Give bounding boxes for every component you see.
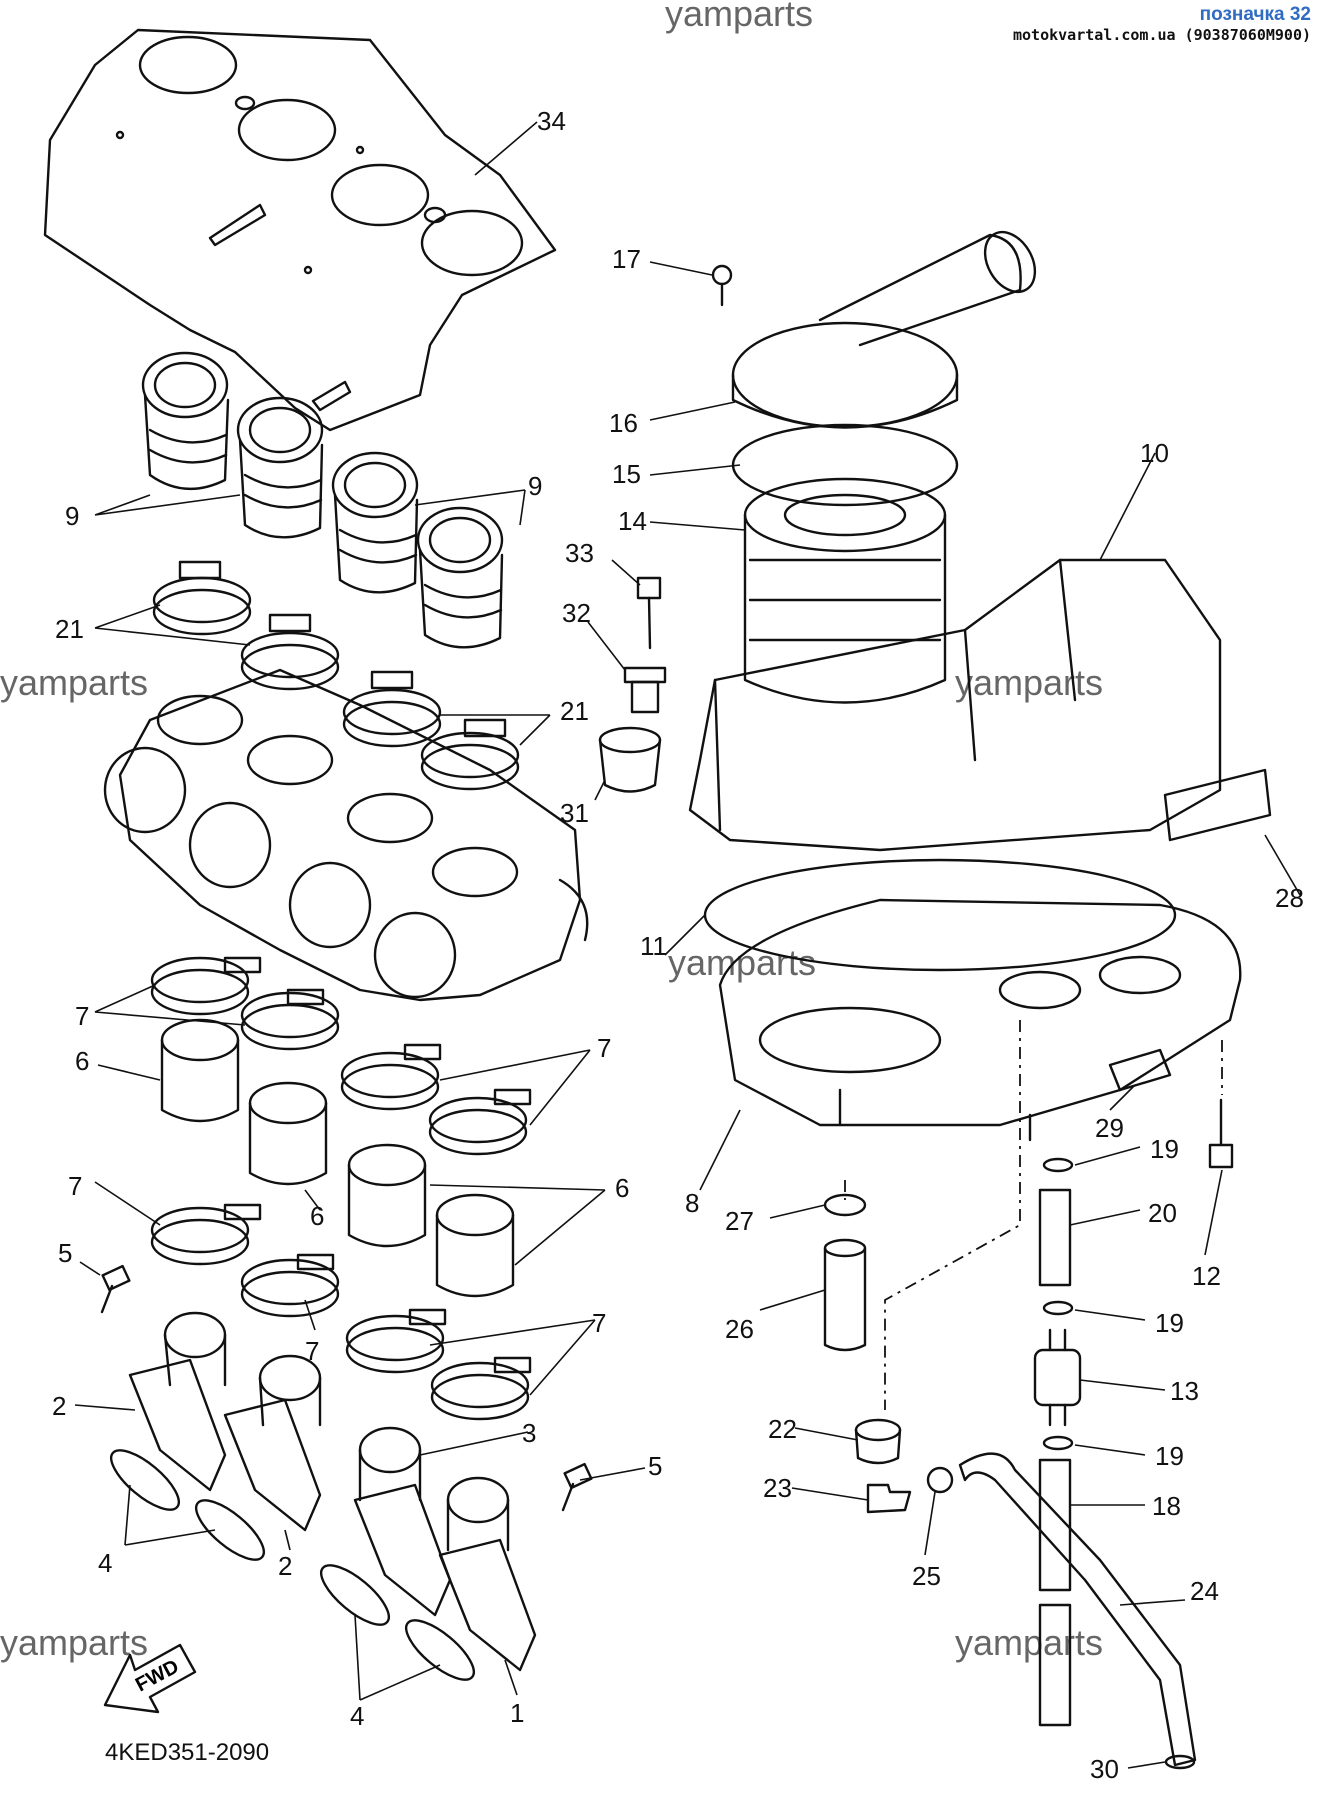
damper-29 <box>1108 1048 1172 1092</box>
screw-12 <box>1208 1098 1234 1169</box>
clips-19 <box>1042 1157 1074 1451</box>
air-filter-cover <box>731 230 1037 429</box>
callout-31: 31 <box>560 798 589 828</box>
callout-3: 3 <box>522 1418 536 1448</box>
callout-4-a: 4 <box>98 1548 112 1578</box>
source-header: позначка 32 motokvartal.com.ua (90387060… <box>1013 4 1311 44</box>
carburetor-assembly <box>103 668 589 1002</box>
check-valve-13 <box>1033 1328 1082 1427</box>
screw-17 <box>711 264 733 307</box>
callout-26: 26 <box>725 1314 754 1344</box>
callout-28: 28 <box>1275 883 1304 913</box>
callout-34: 34 <box>537 106 566 136</box>
callout-33: 33 <box>565 538 594 568</box>
callout-6-c: 6 <box>615 1173 629 1203</box>
hose-24 <box>958 1452 1197 1767</box>
callout-20: 20 <box>1148 1198 1177 1228</box>
collar-32 <box>623 666 667 714</box>
callout-7-a: 7 <box>75 1001 89 1031</box>
plug-22 <box>854 1418 902 1465</box>
callout-25: 25 <box>912 1561 941 1591</box>
callout-14: 14 <box>618 506 647 536</box>
clip-30 <box>1164 1754 1196 1770</box>
callout-9-left: 9 <box>65 501 79 531</box>
callout-5-b: 5 <box>648 1451 662 1481</box>
drain-pipe-26 <box>823 1238 867 1352</box>
callout-18: 18 <box>1152 1491 1181 1521</box>
clip-25 <box>926 1466 954 1494</box>
watermark-left-bottom: yamparts <box>0 1622 148 1663</box>
carb-joint-group <box>128 1311 537 1672</box>
clamp-group-21 <box>152 560 520 791</box>
callout-2-a: 2 <box>52 1391 66 1421</box>
intake-joint-group <box>141 351 504 649</box>
case-gasket <box>703 858 1177 972</box>
callout-21-left: 21 <box>55 614 84 644</box>
callout-7-b: 7 <box>597 1033 611 1063</box>
callout-19-c: 19 <box>1155 1441 1184 1471</box>
callout-12: 12 <box>1192 1261 1221 1291</box>
watermark-right-mid: yamparts <box>955 662 1103 703</box>
o-ring-group-4 <box>110 1449 475 1681</box>
callout-8: 8 <box>685 1188 699 1218</box>
air-filter-bottom <box>718 898 1242 1142</box>
assembly-centerlines <box>844 1020 1223 1410</box>
callout-9-right: 9 <box>528 471 542 501</box>
part-tag-link[interactable]: позначка 32 <box>1199 4 1311 25</box>
heat-shield-plate <box>43 28 557 432</box>
callout-1: 1 <box>510 1698 524 1728</box>
callout-7-d: 7 <box>305 1336 319 1366</box>
callout-32: 32 <box>562 598 591 628</box>
source-caption: motokvartal.com.ua (90387060M900) <box>1012 26 1311 44</box>
clamp-group-7 <box>150 956 532 1421</box>
callout-5-a: 5 <box>58 1238 72 1268</box>
callout-13: 13 <box>1170 1376 1199 1406</box>
callout-6-a: 6 <box>75 1046 89 1076</box>
hose-20 <box>1038 1188 1072 1287</box>
diaphragm-group-6 <box>160 1018 515 1298</box>
callout-7-e: 7 <box>592 1308 606 1338</box>
callout-22: 22 <box>768 1414 797 1444</box>
callout-15: 15 <box>612 459 641 489</box>
callout-23: 23 <box>763 1473 792 1503</box>
callout-16: 16 <box>609 408 638 438</box>
callout-30: 30 <box>1090 1754 1119 1784</box>
watermark-left-mid: yamparts <box>0 662 148 703</box>
bolt-33 <box>636 576 662 650</box>
callout-27: 27 <box>725 1206 754 1236</box>
air-filter-element <box>743 477 947 704</box>
callout-29: 29 <box>1095 1113 1124 1143</box>
diagram-code: 4KED351-2090 <box>105 1739 269 1766</box>
grommet-31 <box>598 726 662 793</box>
air-filter-case <box>688 558 1222 852</box>
watermark-right-bottom: yamparts <box>955 1622 1103 1663</box>
watermark-center: yamparts <box>668 942 816 983</box>
callout-7-c: 7 <box>68 1171 82 1201</box>
callout-19-b: 19 <box>1155 1308 1184 1338</box>
callout-17: 17 <box>612 244 641 274</box>
hose-18 <box>1038 1458 1072 1727</box>
callout-2-b: 2 <box>278 1551 292 1581</box>
callout-6-b: 6 <box>310 1201 324 1231</box>
callout-19-a: 19 <box>1150 1134 1179 1164</box>
sponge-28 <box>1163 768 1272 842</box>
joint-23 <box>866 1483 912 1514</box>
callout-4-b: 4 <box>350 1701 364 1731</box>
callout-10: 10 <box>1140 438 1169 468</box>
callout-labels: 34 17 16 15 10 14 9 9 33 21 32 21 31 28 … <box>52 106 1304 1784</box>
screws-5 <box>100 1264 593 1512</box>
watermark-top: yamparts <box>665 0 813 34</box>
callout-11: 11 <box>640 931 667 961</box>
callout-24: 24 <box>1190 1576 1219 1606</box>
leader-lines <box>74 121 1301 1769</box>
callout-21-right: 21 <box>560 696 589 726</box>
